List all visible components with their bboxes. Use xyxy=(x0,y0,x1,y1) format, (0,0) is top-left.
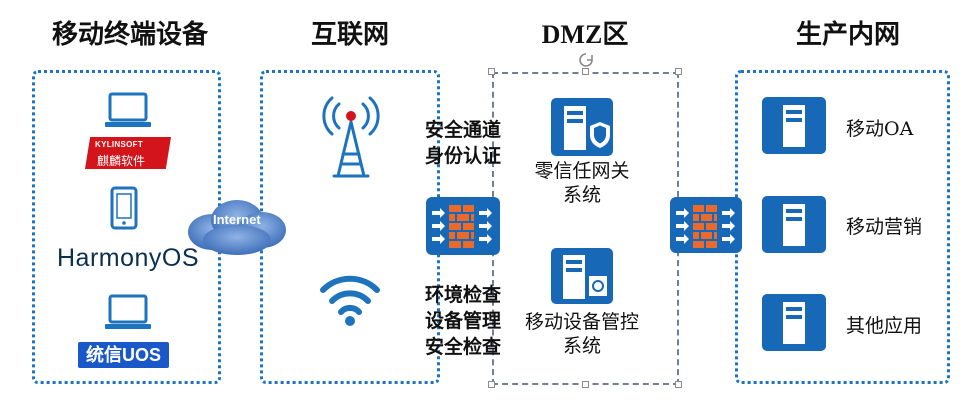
column-title-dmz: DMZ区 xyxy=(541,20,629,49)
zero-trust-gateway-server-icon xyxy=(551,98,613,156)
mobile-oa-server-icon xyxy=(762,97,826,154)
harmonyos-logo: HarmonyOS xyxy=(57,244,200,272)
column-title-internet: 互联网 xyxy=(310,20,389,50)
mobile-marketing-server-icon xyxy=(762,196,826,253)
laptop-icon xyxy=(105,92,151,127)
rotate-handle-icon[interactable] xyxy=(578,52,594,68)
resize-handle-bm[interactable] xyxy=(582,381,589,388)
column-title-mobile: 移动终端设备 xyxy=(51,20,208,50)
other-apps-server-icon xyxy=(762,294,826,351)
app-label-other-apps: 其他应用 xyxy=(846,315,923,337)
column-title-prod: 生产内网 xyxy=(795,20,900,50)
zero-trust-gateway-label: 零信任网关 系统 xyxy=(534,160,630,206)
resize-handle-br[interactable] xyxy=(675,381,682,388)
internet-cloud-icon xyxy=(188,200,286,255)
uos-logo: 统信UOS xyxy=(78,342,170,368)
wifi-icon xyxy=(320,275,380,326)
resize-handle-bl[interactable] xyxy=(488,381,495,388)
tablet-icon xyxy=(110,186,138,230)
gateway-label-bottom: 环境检查 设备管理 安全检查 xyxy=(424,284,501,358)
internet-cloud-label: Internet xyxy=(213,212,261,227)
firewall-icon-2 xyxy=(670,197,742,253)
app-label-mobile-marketing: 移动营销 xyxy=(846,216,923,238)
app-label-mobile-oa: 移动OA xyxy=(846,118,914,140)
resize-handle-tr[interactable] xyxy=(675,68,682,75)
laptop-icon-2 xyxy=(105,294,151,329)
resize-handle-tl[interactable] xyxy=(488,68,495,75)
mdm-system-label: 移动设备管控 系统 xyxy=(524,311,639,357)
kylinsoft-logo: KYLINSOFT 麒麟软件 xyxy=(85,137,171,169)
firewall-icon xyxy=(426,197,500,255)
mdm-server-icon xyxy=(551,248,613,304)
gateway-label-top: 安全通道 身份认证 xyxy=(424,119,501,167)
cell-tower-icon xyxy=(322,96,380,178)
resize-handle-tm[interactable] xyxy=(582,68,589,75)
